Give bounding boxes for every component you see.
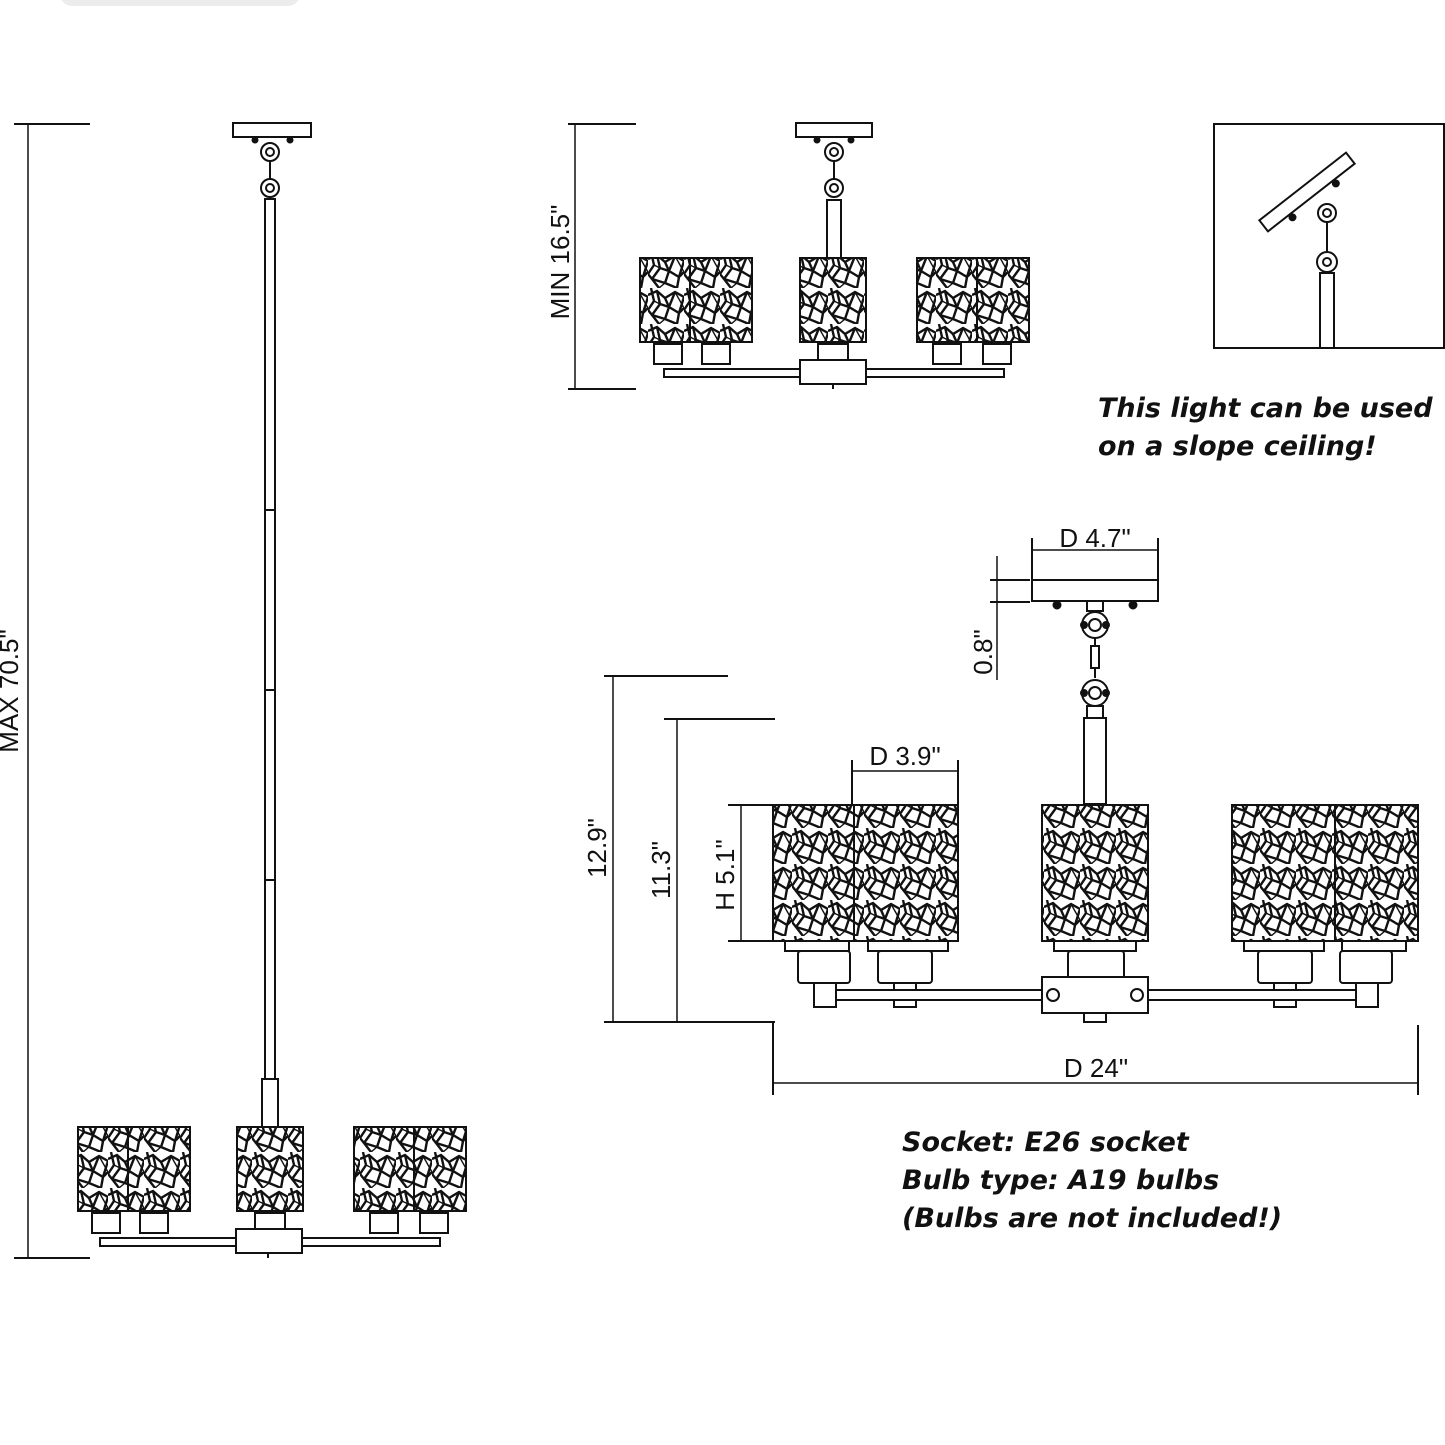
detail-front-view <box>604 538 1419 1095</box>
max-height-label: MAX 70.5" <box>0 629 24 752</box>
socket-spec: Socket: E26 socket <box>902 1127 1189 1158</box>
min-height-view <box>568 122 1030 390</box>
overall-diameter-label: D 24" <box>1064 1053 1128 1083</box>
slope-ceiling-inset <box>1213 123 1445 349</box>
shade-diameter-label: D 3.9" <box>869 741 940 771</box>
min-height-label: MIN 16.5" <box>545 205 575 320</box>
shade-height-label: H 5.1" <box>710 839 740 910</box>
bulb-type-spec: Bulb type: A19 bulbs <box>902 1165 1220 1196</box>
slope-ceiling-note: This light can be used on a slope ceilin… <box>1098 390 1433 466</box>
max-height-view <box>14 122 467 1259</box>
slope-note-line-2: on a slope ceiling! <box>1098 431 1377 462</box>
slope-note-line-1: This light can be used <box>1098 393 1433 424</box>
overall-height-label: 12.9" <box>582 818 612 878</box>
canopy-diameter-label: D 4.7" <box>1059 523 1130 553</box>
bulb-specs-note: Socket: E26 socket Bulb type: A19 bulbs … <box>902 1124 1282 1238</box>
canopy-height-label: 0.8" <box>968 629 998 674</box>
bulbs-not-included-note: (Bulbs are not included!) <box>902 1203 1283 1234</box>
top-edge-shadow <box>60 0 300 6</box>
body-height-label: 11.3" <box>646 841 676 899</box>
